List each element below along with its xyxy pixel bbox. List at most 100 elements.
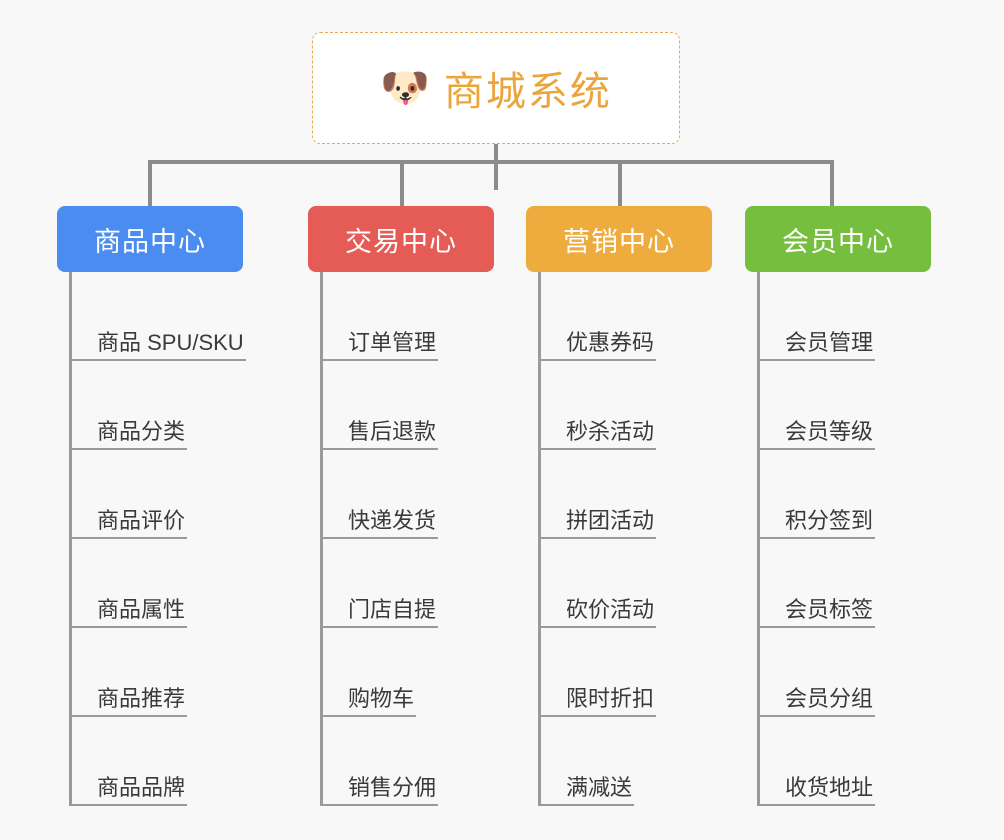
branch-item-underline bbox=[538, 804, 634, 806]
branch-item-underline bbox=[538, 537, 656, 539]
branch-header-label: 交易中心 bbox=[345, 226, 457, 257]
root-node[interactable]: 🐶 商城系统 bbox=[312, 32, 680, 144]
branch-item[interactable]: 收货地址 bbox=[757, 717, 931, 806]
branch-item-label: 商品推荐 bbox=[97, 686, 186, 711]
branch-item[interactable]: 积分签到 bbox=[757, 450, 931, 539]
trunk-drop-connector-3 bbox=[618, 160, 622, 206]
branch-item-underline bbox=[320, 537, 438, 539]
branch-item-underline bbox=[538, 626, 656, 628]
branch-item[interactable]: 优惠券码 bbox=[538, 272, 712, 361]
branch-item-label: 商品分类 bbox=[97, 419, 186, 444]
branch-item-underline bbox=[538, 359, 656, 361]
branch-item-label: 门店自提 bbox=[348, 597, 437, 622]
branch-item-label: 满减送 bbox=[566, 775, 633, 800]
trunk-drop-connector-4 bbox=[830, 160, 834, 206]
branch-item[interactable]: 砍价活动 bbox=[538, 539, 712, 628]
branch-item-underline bbox=[69, 804, 187, 806]
branch-item[interactable]: 销售分佣 bbox=[320, 717, 494, 806]
branch-column-3: 营销中心优惠券码秒杀活动拼团活动砍价活动限时折扣满减送 bbox=[526, 206, 712, 806]
branch-item[interactable]: 商品推荐 bbox=[69, 628, 243, 717]
branch-item-label: 限时折扣 bbox=[566, 686, 655, 711]
root-title: 商城系统 bbox=[443, 70, 612, 114]
branch-header-2[interactable]: 交易中心 bbox=[308, 206, 494, 272]
branch-item[interactable]: 购物车 bbox=[320, 628, 494, 717]
branch-item-label: 商品品牌 bbox=[97, 775, 186, 800]
branch-items-1: 商品 SPU/SKU 商品分类商品评价商品属性商品推荐商品品牌 bbox=[69, 272, 246, 806]
branch-item-underline bbox=[757, 537, 875, 539]
branch-item-label: 商品属性 bbox=[97, 597, 186, 622]
branch-item-label: 售后退款 bbox=[348, 419, 437, 444]
branch-item-label: 快递发货 bbox=[348, 508, 437, 533]
branch-header-label: 会员中心 bbox=[782, 226, 894, 257]
branch-column-2: 交易中心订单管理售后退款快递发货门店自提购物车销售分佣 bbox=[308, 206, 494, 806]
branch-item-label: 订单管理 bbox=[348, 330, 437, 355]
branch-item-underline bbox=[757, 626, 875, 628]
branch-item-label: 会员管理 bbox=[785, 330, 874, 355]
trunk-horizontal-connector bbox=[148, 160, 834, 164]
branch-item[interactable]: 订单管理 bbox=[320, 272, 494, 361]
branch-item-underline bbox=[757, 359, 875, 361]
branch-item-label: 购物车 bbox=[348, 686, 415, 711]
branch-item-underline bbox=[757, 448, 875, 450]
branch-item[interactable]: 商品 SPU/SKU bbox=[69, 272, 246, 361]
branch-item[interactable]: 商品评价 bbox=[69, 450, 243, 539]
trunk-drop-connector-2 bbox=[400, 160, 404, 206]
branch-item[interactable]: 会员标签 bbox=[757, 539, 931, 628]
branch-item[interactable]: 会员管理 bbox=[757, 272, 931, 361]
branch-item-label: 收货地址 bbox=[785, 775, 874, 800]
branch-item-underline bbox=[320, 448, 438, 450]
branch-spine bbox=[538, 272, 541, 806]
branch-item-underline bbox=[320, 715, 416, 717]
branch-header-3[interactable]: 营销中心 bbox=[526, 206, 712, 272]
branch-item-underline bbox=[320, 626, 438, 628]
branch-column-4: 会员中心会员管理会员等级积分签到会员标签会员分组收货地址 bbox=[745, 206, 931, 806]
branch-item-underline bbox=[69, 537, 187, 539]
branch-column-1: 商品中心商品 SPU/SKU 商品分类商品评价商品属性商品推荐商品品牌 bbox=[57, 206, 246, 806]
branch-spine bbox=[757, 272, 760, 806]
branch-item[interactable]: 售后退款 bbox=[320, 361, 494, 450]
branch-item[interactable]: 会员分组 bbox=[757, 628, 931, 717]
branch-item[interactable]: 快递发货 bbox=[320, 450, 494, 539]
branch-header-1[interactable]: 商品中心 bbox=[57, 206, 243, 272]
branch-item[interactable]: 商品属性 bbox=[69, 539, 243, 628]
branch-item-underline bbox=[69, 359, 246, 361]
branch-item-label: 商品 SPU/SKU bbox=[97, 330, 244, 355]
branch-header-label: 商品中心 bbox=[94, 226, 206, 257]
branch-item[interactable]: 秒杀活动 bbox=[538, 361, 712, 450]
branch-item[interactable]: 商品分类 bbox=[69, 361, 243, 450]
branch-item-label: 秒杀活动 bbox=[566, 419, 655, 444]
branch-item-label: 会员标签 bbox=[785, 597, 874, 622]
shiba-dog-emoji: 🐶 bbox=[380, 66, 430, 110]
branch-item[interactable]: 拼团活动 bbox=[538, 450, 712, 539]
branch-header-label: 营销中心 bbox=[563, 226, 675, 257]
branch-item[interactable]: 门店自提 bbox=[320, 539, 494, 628]
branch-item-label: 会员分组 bbox=[785, 686, 874, 711]
branch-item[interactable]: 会员等级 bbox=[757, 361, 931, 450]
branch-item-underline bbox=[757, 715, 875, 717]
branch-items-4: 会员管理会员等级积分签到会员标签会员分组收货地址 bbox=[757, 272, 931, 806]
branch-item-label: 积分签到 bbox=[785, 508, 874, 533]
branch-items-2: 订单管理售后退款快递发货门店自提购物车销售分佣 bbox=[320, 272, 494, 806]
branch-item-underline bbox=[69, 715, 187, 717]
branch-item-underline bbox=[320, 804, 438, 806]
branch-item-label: 砍价活动 bbox=[566, 597, 655, 622]
branch-spine bbox=[69, 272, 72, 806]
branch-item[interactable]: 商品品牌 bbox=[69, 717, 243, 806]
branch-item-label: 拼团活动 bbox=[566, 508, 655, 533]
branch-item-label: 会员等级 bbox=[785, 419, 874, 444]
trunk-stem-connector bbox=[494, 144, 498, 190]
branch-item[interactable]: 限时折扣 bbox=[538, 628, 712, 717]
branch-item-underline bbox=[320, 359, 438, 361]
branch-item[interactable]: 满减送 bbox=[538, 717, 712, 806]
branch-item-underline bbox=[538, 715, 656, 717]
branch-items-3: 优惠券码秒杀活动拼团活动砍价活动限时折扣满减送 bbox=[538, 272, 712, 806]
branch-item-label: 优惠券码 bbox=[566, 330, 655, 355]
branch-item-underline bbox=[538, 448, 656, 450]
branch-spine bbox=[320, 272, 323, 806]
branch-header-4[interactable]: 会员中心 bbox=[745, 206, 931, 272]
branch-item-label: 销售分佣 bbox=[348, 775, 437, 800]
branch-item-label: 商品评价 bbox=[97, 508, 186, 533]
trunk-drop-connector-1 bbox=[148, 160, 152, 206]
branch-item-underline bbox=[69, 626, 187, 628]
